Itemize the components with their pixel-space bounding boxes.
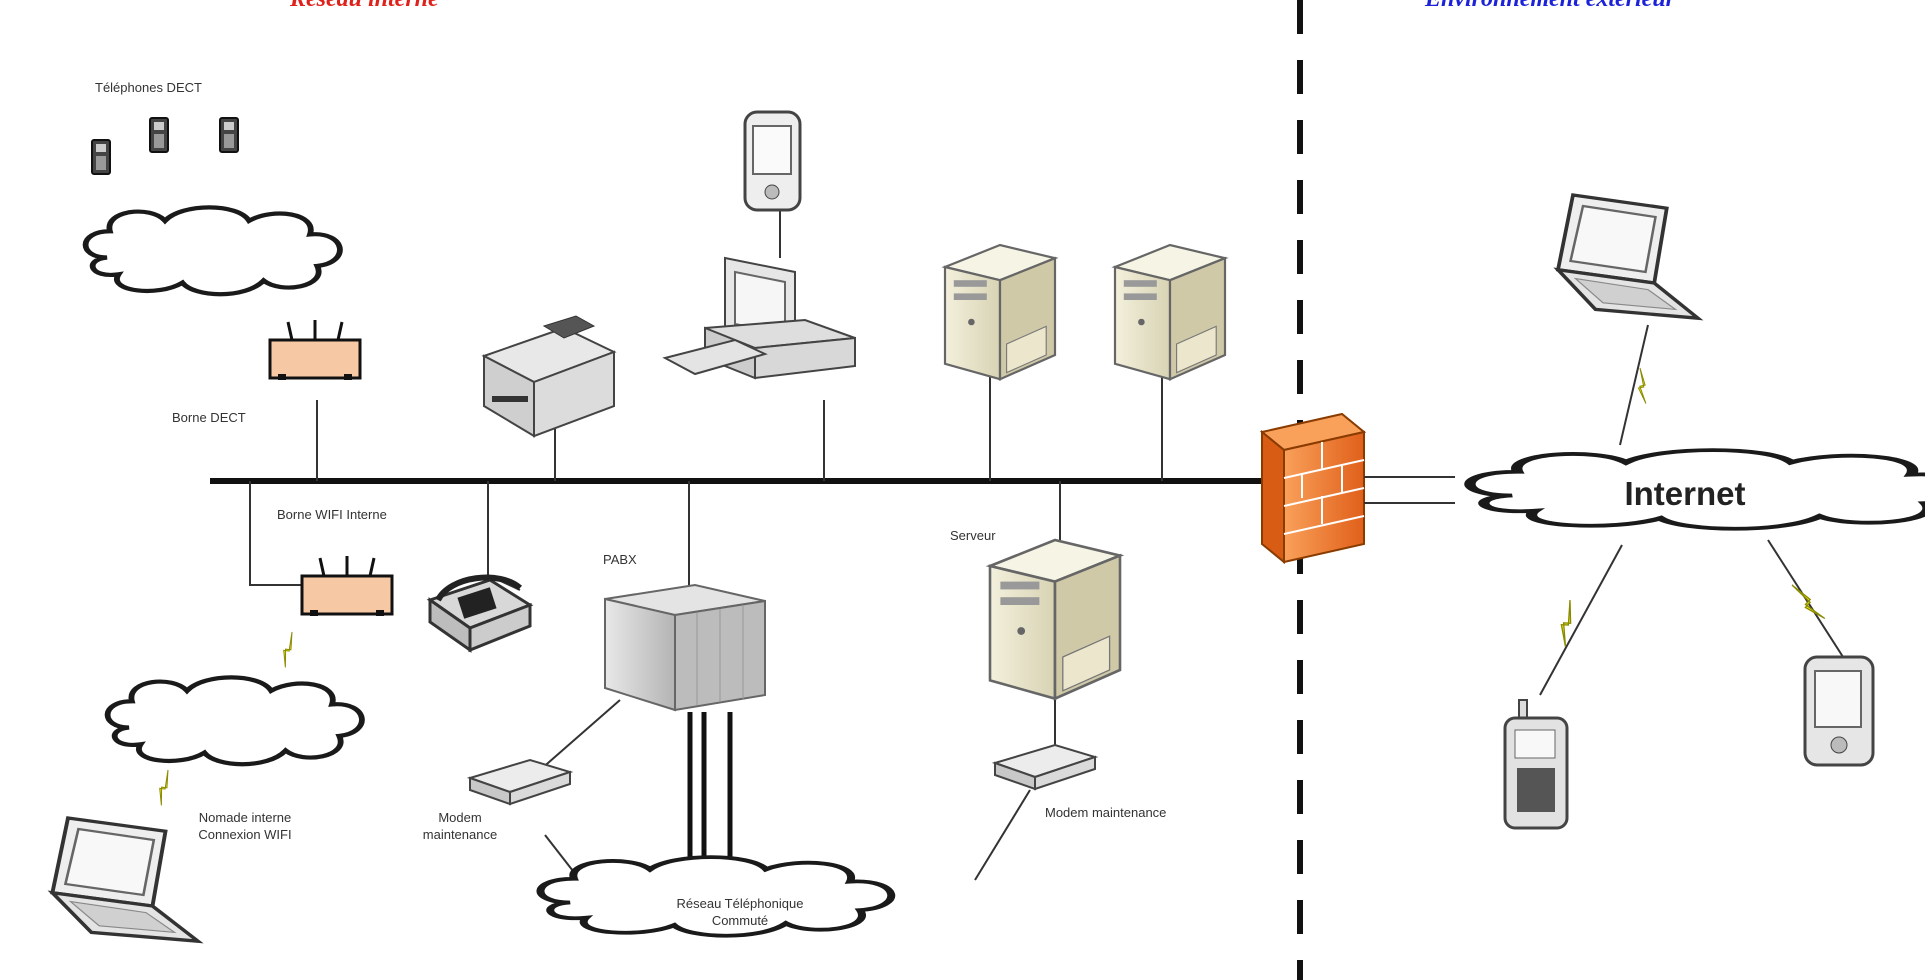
modem-left-label-line1: Modem bbox=[438, 810, 482, 825]
modem-right-label: Modem maintenance bbox=[1045, 805, 1167, 820]
modem-icon bbox=[469, 759, 571, 805]
access-point-icon bbox=[300, 554, 394, 618]
nomad-label-line2: Connexion WIFI bbox=[198, 827, 292, 842]
access-point-icon bbox=[268, 318, 362, 382]
mobile-phone-icon bbox=[1503, 699, 1569, 830]
wifi-base-label: Borne WIFI Interne bbox=[277, 507, 387, 522]
modem-left-label-line2: maintenance bbox=[422, 827, 498, 842]
server-label: Serveur bbox=[950, 528, 996, 543]
pda-icon bbox=[1803, 655, 1875, 767]
desktop-computer-icon bbox=[662, 256, 856, 380]
dect-base-label: Borne DECT bbox=[172, 410, 246, 425]
firewall-icon bbox=[1259, 412, 1367, 565]
pabx-cabinet-icon bbox=[604, 583, 766, 712]
dect-phone-icon bbox=[91, 139, 111, 175]
external-environment-title: Environnement extérieur bbox=[1425, 0, 1675, 13]
pstn-label-line2: Commuté bbox=[711, 913, 769, 928]
tower-server-icon bbox=[943, 243, 1057, 381]
dect-phone-icon bbox=[219, 117, 239, 153]
dect-phones-label: Téléphones DECT bbox=[95, 80, 202, 95]
printer-icon bbox=[481, 315, 617, 438]
laptop-icon bbox=[1556, 193, 1700, 321]
tower-server-icon bbox=[1113, 243, 1227, 381]
tower-server-icon bbox=[988, 538, 1122, 700]
nomad-label-line1: Nomade interne bbox=[198, 810, 292, 825]
desk-phone-icon bbox=[426, 574, 534, 653]
pda-icon bbox=[743, 110, 802, 212]
dect-phone-icon bbox=[149, 117, 169, 153]
pabx-label: PABX bbox=[603, 552, 637, 567]
lightning-icon bbox=[150, 769, 179, 806]
modem-icon bbox=[994, 744, 1096, 790]
lightning-icon bbox=[274, 631, 303, 668]
internal-network-title: Réseau interne bbox=[290, 0, 439, 13]
cloud-icon bbox=[86, 207, 340, 294]
cloud-icon bbox=[108, 677, 362, 764]
pstn-label-line1: Réseau Téléphonique bbox=[676, 896, 804, 911]
internet-label: Internet bbox=[1624, 475, 1746, 512]
